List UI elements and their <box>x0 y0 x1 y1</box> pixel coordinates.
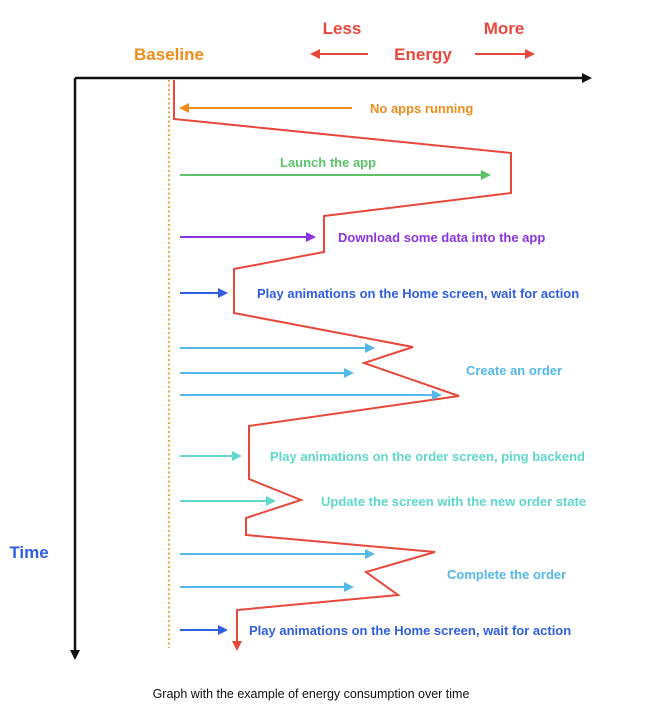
play-home-label-1: Play animations on the Home screen, wait… <box>257 286 579 301</box>
figure-caption: Graph with the example of energy consump… <box>152 687 470 701</box>
play-order-label: Play animations on the order screen, pin… <box>270 449 585 464</box>
update-screen-label: Update the screen with the new order sta… <box>321 494 586 509</box>
create-order-label: Create an order <box>466 363 562 378</box>
complete-order-label: Complete the order <box>447 567 566 582</box>
download-label: Download some data into the app <box>338 230 545 245</box>
more-label: More <box>484 19 525 38</box>
time-label: Time <box>9 543 48 562</box>
launch-label: Launch the app <box>280 155 376 170</box>
play-home-label-2: Play animations on the Home screen, wait… <box>249 623 571 638</box>
no-apps-label: No apps running <box>370 101 473 116</box>
baseline-label: Baseline <box>134 45 204 64</box>
energy-consumption-line <box>173 80 512 651</box>
less-label: Less <box>323 19 362 38</box>
energy-label: Energy <box>394 45 452 64</box>
